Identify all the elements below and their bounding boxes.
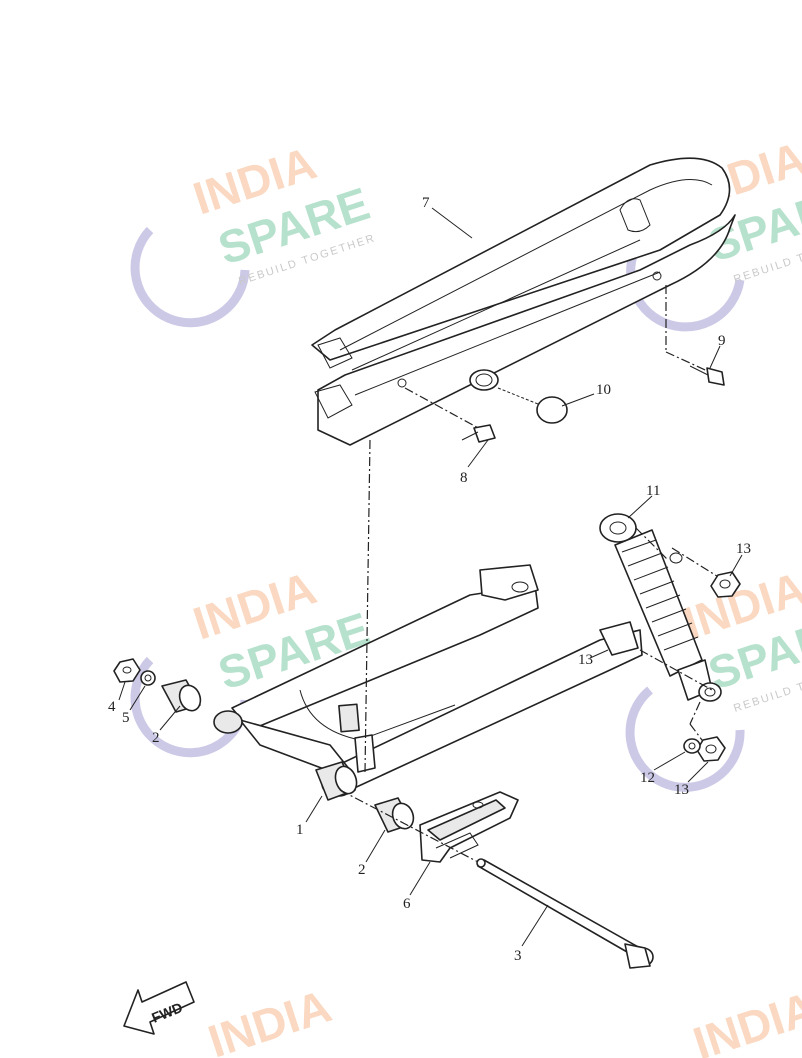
callout-7: 7 [422, 195, 430, 211]
watermark-top-left: INDIA SPARE REBUILD TOGETHER [130, 136, 377, 328]
part-1-bushing [315, 761, 358, 801]
part-9-screw [665, 285, 725, 386]
callout-9: 9 [718, 333, 726, 349]
watermark-india-text: INDIA [687, 981, 802, 1058]
part-12-washer [683, 738, 701, 754]
watermark-bottom: INDIA INDIA [202, 979, 802, 1058]
swingarm [213, 564, 643, 797]
callout-11: 11 [646, 483, 660, 499]
callout-3: 3 [514, 948, 522, 964]
part-2-collar-upper [161, 679, 202, 713]
part-3-pivot-shaft [339, 789, 654, 969]
callout-1: 1 [296, 822, 304, 838]
callout-13-middle: 13 [578, 652, 593, 668]
callout-5: 5 [122, 710, 130, 726]
part-10-cap [497, 387, 568, 424]
callout-10: 10 [596, 382, 611, 398]
callout-6: 6 [403, 896, 411, 912]
shock-mount-lines [635, 527, 721, 749]
part-11-shock-absorber [599, 513, 722, 702]
part-5-washer [140, 670, 156, 686]
callout-13-upper: 13 [736, 541, 751, 557]
part-6-chain-guide [419, 791, 519, 863]
callout-labels: 7 9 10 8 11 13 13 4 5 2 1 2 6 3 12 13 [108, 195, 751, 964]
callout-13-lower: 13 [674, 782, 689, 798]
callout-2-lower: 2 [358, 862, 366, 878]
callout-2-upper: 2 [152, 730, 160, 746]
part-7-chain-case [311, 157, 736, 446]
fwd-arrow: FWD [123, 981, 195, 1035]
watermark-india-text: INDIA [202, 979, 337, 1058]
callout-4: 4 [108, 699, 116, 715]
callout-12: 12 [640, 770, 655, 786]
part-8-screw [404, 387, 496, 443]
part-2-collar-lower [374, 797, 415, 833]
part-13-nut-lower [696, 736, 726, 762]
inspection-hole [469, 369, 499, 391]
alignment-line [364, 439, 371, 773]
leader-lines [118, 207, 743, 947]
part-4-nut [113, 658, 141, 683]
callout-8: 8 [460, 470, 468, 486]
